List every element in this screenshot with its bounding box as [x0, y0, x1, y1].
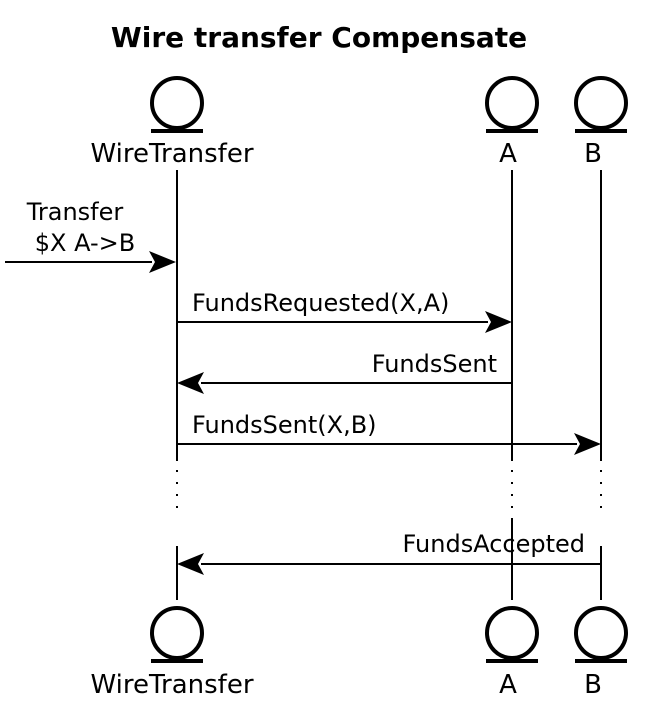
message-transfer-label-line-1: Transfer	[26, 198, 124, 226]
message-funds-sent-a-arrowhead	[177, 372, 204, 394]
participant-b-top-label: B	[584, 139, 602, 169]
participant-wiretransfer-bottom-icon	[150, 606, 204, 660]
message-funds-sent-b: FundsSent(X,B)	[177, 411, 601, 455]
participant-wiretransfer-bottom-label: WireTransfer	[90, 670, 253, 700]
participant-wiretransfer-top-label: WireTransfer	[90, 139, 253, 169]
message-funds-sent-b-arrowhead	[574, 433, 601, 455]
message-funds-requested-arrowhead	[485, 311, 512, 333]
participant-wiretransfer-top-icon	[150, 76, 204, 130]
message-funds-accepted: FundsAccepted	[177, 530, 601, 575]
message-funds-sent-b-label: FundsSent(X,B)	[192, 411, 377, 439]
diagram-title: Wire transfer Compensate	[111, 21, 527, 54]
participant-b-bottom-icon	[574, 606, 628, 660]
message-funds-sent-a-label: FundsSent	[372, 350, 497, 378]
message-funds-requested: FundsRequested(X,A)	[177, 289, 512, 333]
participant-wiretransfer-bottom: WireTransfer	[90, 606, 254, 700]
message-funds-accepted-label: FundsAccepted	[403, 530, 585, 558]
participant-b-bottom: B	[574, 606, 628, 700]
message-funds-sent-a: FundsSent	[177, 350, 512, 394]
participant-b-top: B	[574, 76, 628, 169]
message-funds-accepted-arrowhead	[177, 553, 204, 575]
message-transfer-label-line-2: $X A->B	[35, 229, 135, 257]
message-transfer: Transfer $X A->B	[5, 198, 176, 273]
participant-wiretransfer-top: WireTransfer	[90, 76, 254, 169]
participant-a-top-icon	[485, 76, 539, 130]
participant-b-top-icon	[574, 76, 628, 130]
message-transfer-arrowhead	[149, 251, 176, 273]
participant-b-bottom-label: B	[584, 670, 602, 700]
participant-a-bottom: A	[485, 606, 539, 700]
participant-a-top: A	[485, 76, 539, 169]
message-funds-requested-label: FundsRequested(X,A)	[192, 289, 449, 317]
participant-a-top-label: A	[499, 139, 517, 169]
participant-a-bottom-icon	[485, 606, 539, 660]
participant-a-bottom-label: A	[499, 670, 517, 700]
